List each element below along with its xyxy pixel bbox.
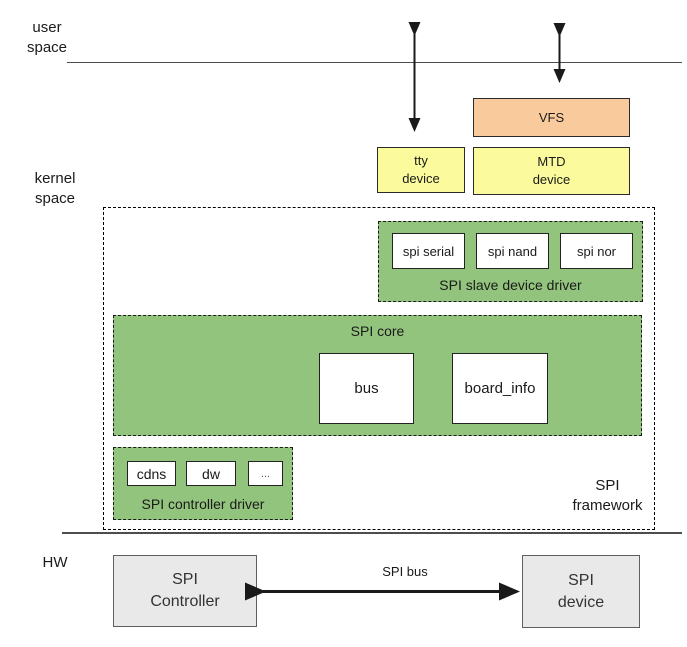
vfs-box: VFS (473, 98, 630, 137)
spi-serial-box: spi serial (392, 233, 465, 269)
spi-controller-driver-section: cdns dw ... SPI controller driver (113, 447, 293, 520)
hw-label: HW (42, 554, 68, 571)
spi-nor-box: spi nor (560, 233, 633, 269)
spi-core-label: SPI core (350, 323, 405, 339)
spi-framework-label: SPI framework (560, 476, 655, 517)
spi-framework-label-line2: framework (572, 497, 643, 515)
bus-box: bus (319, 353, 414, 424)
spi-nand-box: spi nand (476, 233, 549, 269)
kernel-space-label-line1: kernel (34, 170, 76, 187)
mtd-device-box: MTD device (473, 147, 630, 195)
cdns-label: cdns (136, 465, 167, 482)
user-space-label-line1: user (32, 19, 62, 36)
kernel-space-label-line2: space (34, 190, 76, 208)
dw-box: dw (186, 461, 236, 486)
user-kernel-boundary-line (67, 62, 682, 63)
kernel-space-label: kernel space (25, 169, 85, 210)
kernel-hw-boundary-line (62, 532, 682, 534)
spi-slave-device-driver-label: SPI slave device driver (439, 277, 582, 293)
tty-device-label-line2: device (402, 171, 440, 186)
dw-label: dw (202, 465, 220, 482)
spi-device-hw-label-line1: SPI (568, 571, 594, 589)
vfs-label: VFS (538, 110, 565, 125)
spi-device-hw-label-line2: device (557, 593, 605, 611)
spi-device-hw-box: SPI device (522, 555, 640, 628)
user-space-label: user space (17, 18, 77, 59)
mtd-device-label-line1: MTD (537, 154, 566, 170)
spi-serial-label: spi serial (402, 243, 455, 259)
spi-nand-label: spi nand (487, 243, 538, 259)
spi-bus-label: SPI bus (382, 564, 428, 579)
spi-core-section: SPI core bus board_info (113, 315, 642, 436)
spi-controller-hw-label-line1: SPI (172, 571, 198, 589)
spi-controller-driver-label: SPI controller driver (141, 496, 265, 512)
spi-nor-label: spi nor (576, 243, 617, 259)
spi-framework-container (103, 207, 655, 530)
ellipsis-label: ... (260, 467, 271, 480)
spi-framework-label-line1: SPI (595, 477, 620, 494)
bus-label: bus (354, 380, 379, 397)
spi-controller-hw-box: SPI Controller (113, 555, 257, 627)
mtd-device-label-line2: device (532, 172, 571, 187)
spi-controller-hw-label-line2: Controller (150, 593, 220, 610)
cdns-box: cdns (127, 461, 176, 486)
ellipsis-box: ... (248, 461, 283, 486)
spi-slave-device-driver-section: spi serial spi nand spi nor SPI slave de… (378, 221, 643, 302)
tty-device-label-line1: tty (414, 153, 428, 169)
board-info-label: board_info (464, 380, 536, 397)
board-info-box: board_info (452, 353, 548, 424)
tty-device-box: tty device (377, 147, 465, 193)
user-space-label-line2: space (26, 39, 68, 57)
